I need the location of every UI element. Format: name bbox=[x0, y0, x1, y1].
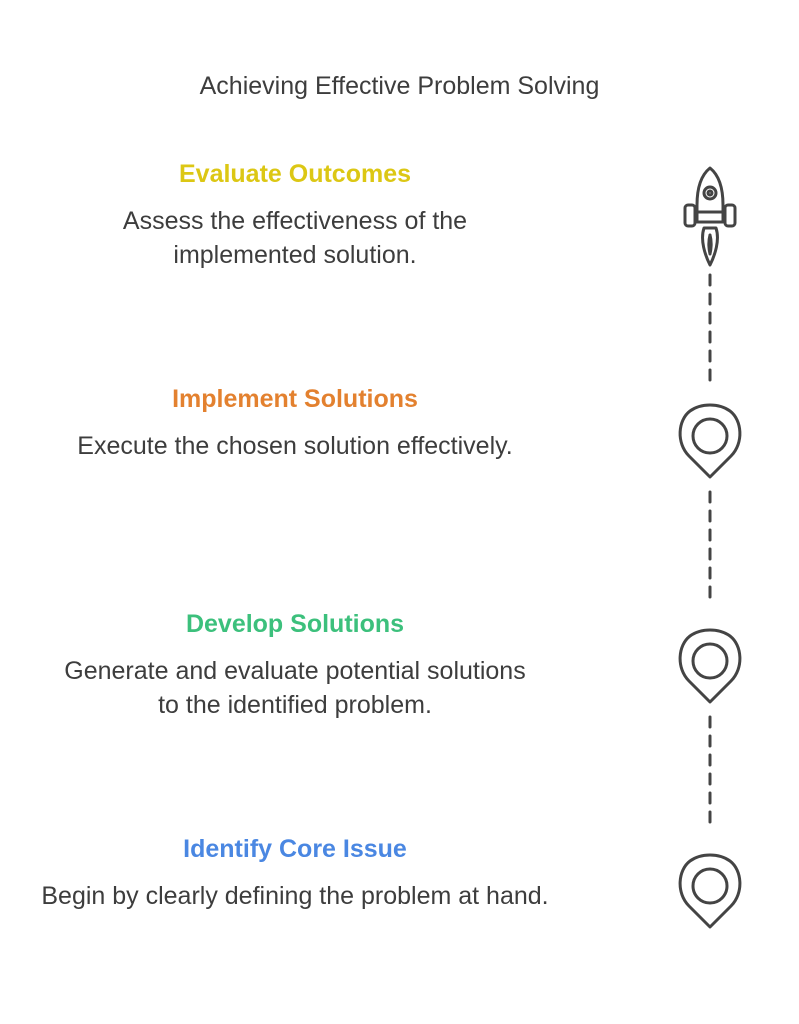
map-pin-icon bbox=[678, 628, 742, 704]
step-description: Assess the effectiveness of the implemen… bbox=[122, 207, 468, 269]
step-heading: Identify Core Issue bbox=[183, 835, 407, 863]
map-pin-icon bbox=[678, 403, 742, 479]
step-description: Begin by clearly defining the problem at… bbox=[41, 882, 549, 910]
step-implement-solutions: Implement Solutions Execute the chosen s… bbox=[20, 383, 570, 463]
step-description: Execute the chosen solution effectively. bbox=[77, 432, 513, 460]
step-heading: Develop Solutions bbox=[185, 610, 405, 638]
map-pin-icon bbox=[678, 853, 742, 929]
step-description: Generate and evaluate potential solution… bbox=[64, 657, 526, 719]
step-heading: Evaluate Outcomes bbox=[178, 160, 412, 188]
rocket-icon bbox=[683, 166, 737, 267]
diagram-title: Achieving Effective Problem Solving bbox=[199, 72, 600, 100]
step-identify-core-issue: Identify Core Issue Begin by clearly def… bbox=[20, 833, 570, 913]
step-evaluate-outcomes: Evaluate Outcomes Assess the effectivene… bbox=[20, 158, 570, 272]
step-heading: Implement Solutions bbox=[172, 385, 418, 413]
step-develop-solutions: Develop Solutions Generate and evaluate … bbox=[20, 608, 570, 722]
